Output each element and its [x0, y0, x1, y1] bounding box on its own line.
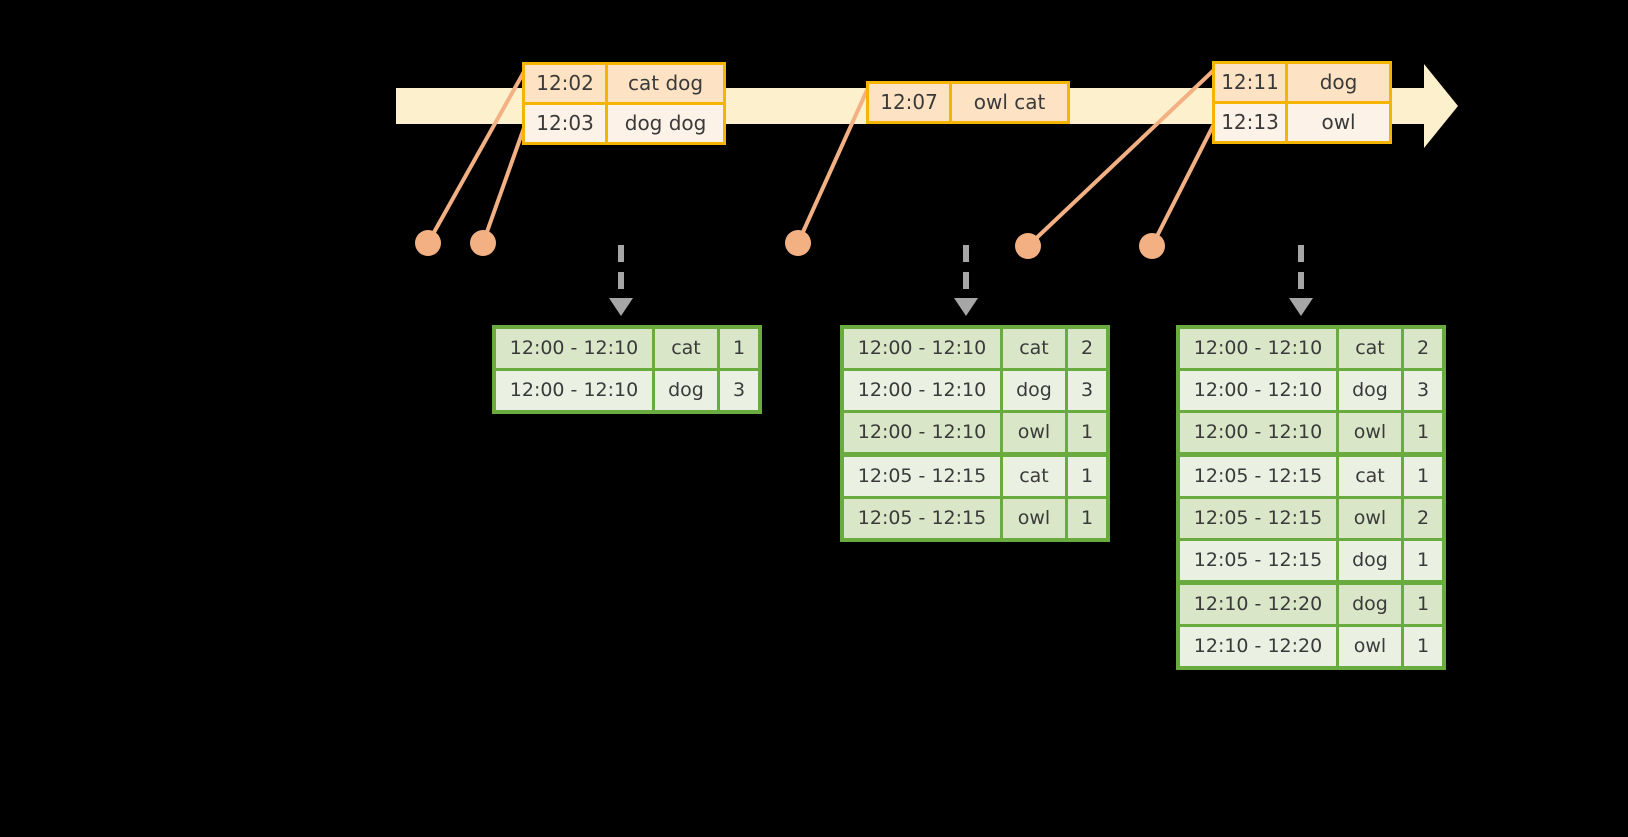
- cell-key: owl: [1003, 413, 1065, 452]
- cell-key: dog: [1003, 371, 1065, 410]
- timeline-arrow-head-icon: [1424, 64, 1458, 148]
- connector-dot-1213: [1139, 233, 1165, 259]
- cell-count: 3: [1068, 371, 1106, 410]
- cell-key: dog: [1339, 541, 1401, 580]
- cell-window: 12:05 - 12:15: [1180, 541, 1336, 580]
- cell-window: 12:10 - 12:20: [1180, 627, 1336, 666]
- cell-count: 1: [1068, 457, 1106, 496]
- cell-count: 2: [1404, 329, 1442, 368]
- cell-key: dog: [1339, 371, 1401, 410]
- cell-window: 12:05 - 12:15: [844, 499, 1000, 538]
- event-row: 12:11 dog: [1215, 64, 1389, 101]
- cell-window: 12:05 - 12:15: [844, 457, 1000, 496]
- event-time: 12:13: [1215, 104, 1289, 141]
- cell-window: 12:00 - 12:10: [1180, 371, 1336, 410]
- event-row: 12:07 owl cat: [869, 84, 1067, 121]
- cell-key: owl: [1339, 499, 1401, 538]
- cell-count: 3: [1404, 371, 1442, 410]
- cell-key: dog: [1339, 585, 1401, 624]
- event-text: cat dog: [608, 65, 723, 102]
- cell-key: cat: [1003, 457, 1065, 496]
- cell-key: owl: [1339, 413, 1401, 452]
- cell-count: 1: [1404, 585, 1442, 624]
- cell-count: 1: [1068, 499, 1106, 538]
- event-text: owl cat: [952, 84, 1067, 121]
- cell-key: cat: [1339, 457, 1401, 496]
- cell-window: 12:00 - 12:10: [844, 413, 1000, 452]
- connector-dot-1202: [415, 230, 441, 256]
- event-text: dog: [1288, 64, 1389, 101]
- cell-window: 12:00 - 12:10: [1180, 329, 1336, 368]
- event-group-1: 12:02 cat dog 12:03 dog dog: [522, 62, 726, 145]
- cell-count: 1: [720, 329, 758, 368]
- event-time: 12:02: [525, 65, 609, 102]
- event-text: dog dog: [608, 105, 723, 142]
- connector-dot-1211: [1015, 233, 1041, 259]
- event-time: 12:03: [525, 105, 609, 142]
- cell-window: 12:00 - 12:10: [844, 371, 1000, 410]
- connector-dot-1207: [785, 230, 811, 256]
- cell-key: dog: [655, 371, 717, 410]
- cell-window: 12:00 - 12:10: [496, 371, 652, 410]
- cell-window: 12:10 - 12:20: [1180, 585, 1336, 624]
- cell-key: owl: [1339, 627, 1401, 666]
- cell-count: 1: [1404, 457, 1442, 496]
- cell-window: 12:00 - 12:10: [496, 329, 652, 368]
- event-group-3: 12:11 dog 12:13 owl: [1212, 61, 1392, 144]
- cell-count: 3: [720, 371, 758, 410]
- cell-window: 12:00 - 12:10: [1180, 413, 1336, 452]
- cell-key: cat: [655, 329, 717, 368]
- cell-key: cat: [1003, 329, 1065, 368]
- event-time: 12:07: [869, 84, 953, 121]
- connector-dot-1203: [470, 230, 496, 256]
- cell-count: 2: [1068, 329, 1106, 368]
- cell-count: 1: [1404, 627, 1442, 666]
- event-row: 12:03 dog dog: [525, 102, 723, 142]
- event-time: 12:11: [1215, 64, 1289, 101]
- cell-window: 12:05 - 12:15: [1180, 499, 1336, 538]
- event-group-2: 12:07 owl cat: [866, 81, 1070, 124]
- cell-count: 1: [1404, 413, 1442, 452]
- cell-count: 1: [1068, 413, 1106, 452]
- event-row: 12:02 cat dog: [525, 65, 723, 102]
- event-row: 12:13 owl: [1215, 101, 1389, 141]
- cell-key: cat: [1339, 329, 1401, 368]
- cell-window: 12:00 - 12:10: [844, 329, 1000, 368]
- cell-key: owl: [1003, 499, 1065, 538]
- cell-window: 12:05 - 12:15: [1180, 457, 1336, 496]
- event-text: owl: [1288, 104, 1389, 141]
- cell-count: 2: [1404, 499, 1442, 538]
- cell-count: 1: [1404, 541, 1442, 580]
